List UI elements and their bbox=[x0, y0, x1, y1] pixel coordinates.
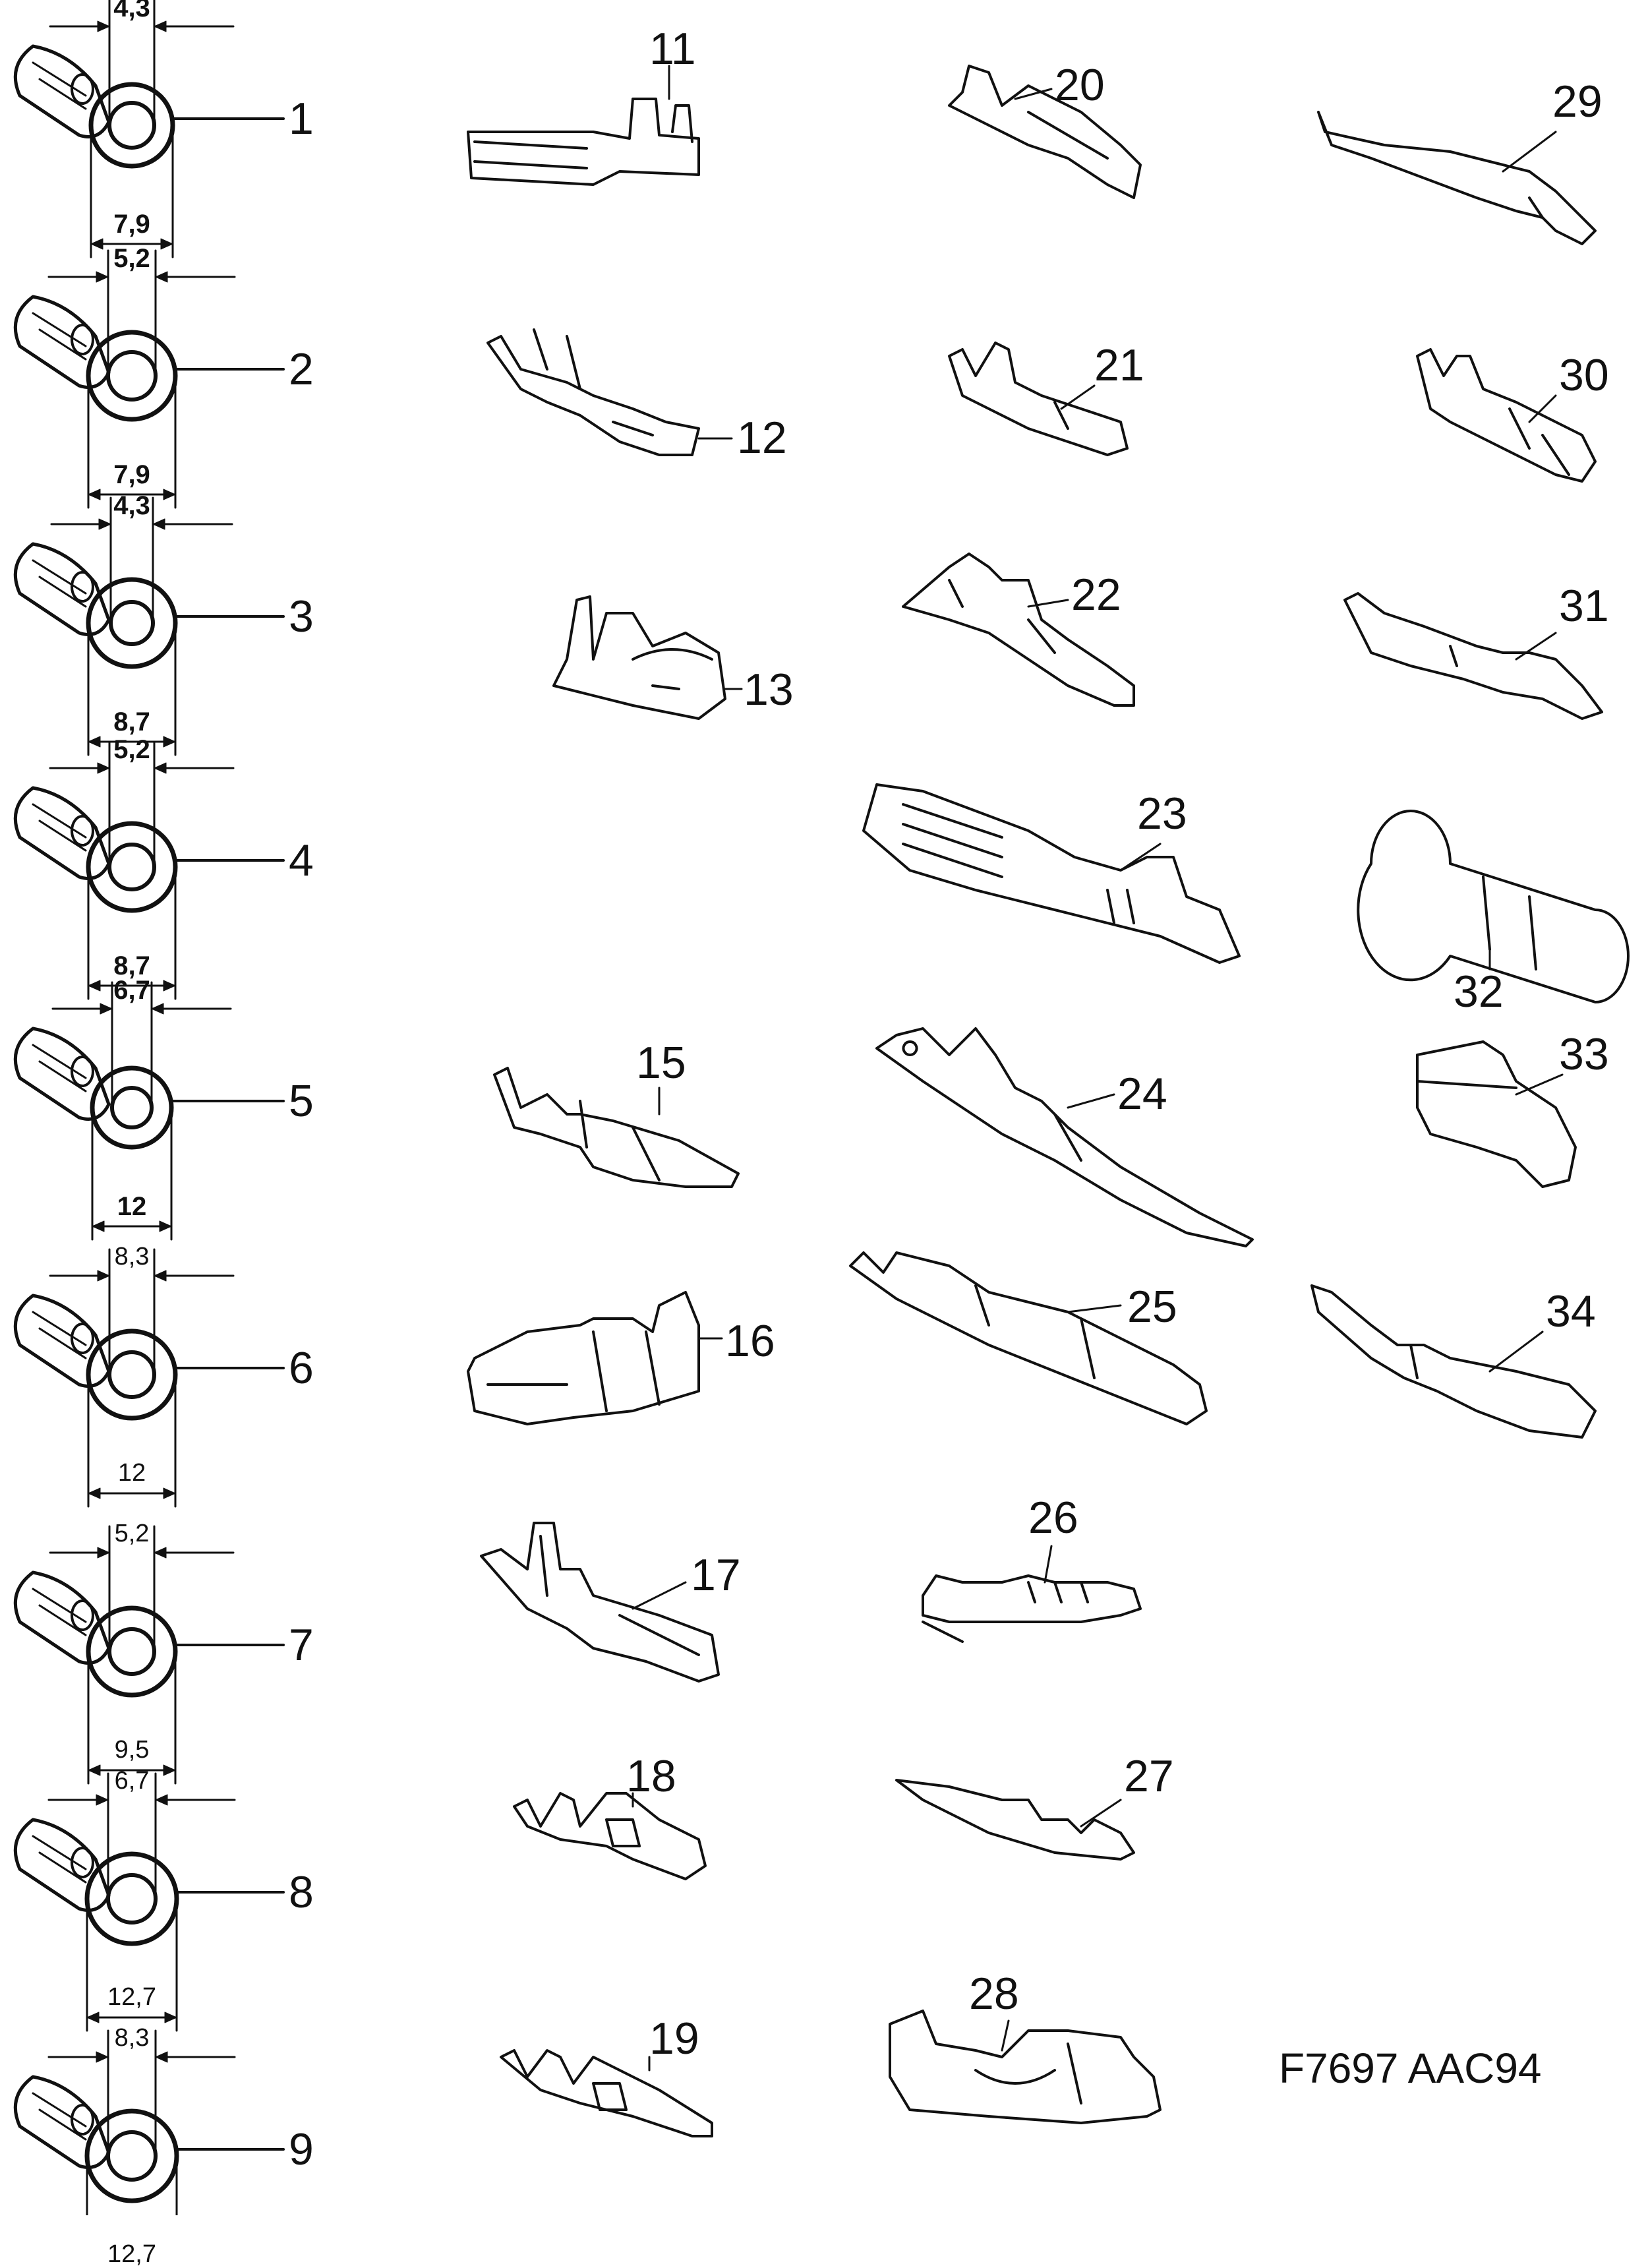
outer-dimension-1: 7,9 bbox=[113, 210, 150, 239]
terminal-24 bbox=[875, 1027, 1254, 1247]
callout-23: 23 bbox=[1137, 789, 1187, 839]
outer-dimension-5: 12 bbox=[117, 1192, 147, 1221]
outer-dimension-9: 12,7 bbox=[107, 2240, 156, 2268]
callout-29: 29 bbox=[1552, 76, 1603, 127]
outer-dimension-7: 9,5 bbox=[114, 1736, 150, 1764]
terminal-31 bbox=[1343, 592, 1603, 720]
callout-22: 22 bbox=[1071, 570, 1121, 620]
outer-dimension-8: 12,7 bbox=[107, 1983, 156, 2011]
terminal-21 bbox=[948, 342, 1129, 456]
ring-terminal-8 bbox=[13, 1772, 285, 2032]
callout-3: 3 bbox=[289, 591, 314, 642]
callout-30: 30 bbox=[1559, 350, 1609, 400]
terminal-19 bbox=[500, 2049, 713, 2137]
callout-13: 13 bbox=[744, 665, 794, 715]
ring-terminal-5 bbox=[13, 981, 285, 1241]
terminal-20 bbox=[948, 65, 1142, 199]
terminal-15 bbox=[493, 1067, 740, 1188]
terminal-11 bbox=[467, 65, 700, 186]
terminal-23 bbox=[862, 783, 1241, 964]
ring-terminal-2 bbox=[13, 249, 285, 509]
terminal-18 bbox=[513, 1792, 707, 1880]
ring-terminal-7 bbox=[13, 1525, 285, 1785]
callout-8: 8 bbox=[289, 1867, 314, 1917]
hole-dimension-8: 6,7 bbox=[114, 1767, 150, 1795]
callout-6: 6 bbox=[289, 1343, 314, 1393]
callout-9: 9 bbox=[289, 2124, 314, 2174]
callout-7: 7 bbox=[289, 1620, 314, 1670]
callout-11: 11 bbox=[649, 24, 696, 74]
outer-dimension-2: 7,9 bbox=[113, 460, 150, 489]
callout-19: 19 bbox=[649, 2014, 699, 2064]
ring-terminal-6 bbox=[13, 1248, 285, 1508]
ring-terminal-3 bbox=[13, 496, 285, 756]
callout-20: 20 bbox=[1055, 60, 1105, 110]
terminal-33 bbox=[1416, 1040, 1577, 1188]
terminal-13 bbox=[552, 595, 743, 720]
callout-16: 16 bbox=[725, 1316, 775, 1366]
hole-dimension-1: 4,3 bbox=[113, 0, 150, 22]
callout-27: 27 bbox=[1124, 1751, 1174, 1801]
terminal-25 bbox=[849, 1251, 1208, 1425]
callout-2: 2 bbox=[289, 344, 314, 394]
terminal-12 bbox=[486, 328, 733, 456]
terminal-28 bbox=[889, 2010, 1162, 2124]
terminal-34 bbox=[1310, 1284, 1597, 1439]
outer-dimension-6: 12 bbox=[117, 1459, 146, 1487]
callout-25: 25 bbox=[1127, 1282, 1177, 1332]
outer-dimension-3: 8,7 bbox=[113, 707, 150, 736]
callout-17: 17 bbox=[691, 1550, 741, 1600]
terminal-29 bbox=[1317, 111, 1597, 245]
hole-dimension-7: 5,2 bbox=[114, 1520, 150, 1547]
hole-dimension-4: 5,2 bbox=[113, 735, 150, 764]
figure-code: F7697 AAC94 bbox=[1279, 2044, 1542, 2092]
callout-21: 21 bbox=[1094, 340, 1144, 390]
callout-4: 4 bbox=[289, 835, 314, 885]
callout-32: 32 bbox=[1454, 967, 1504, 1017]
ring-terminal-1 bbox=[13, 0, 285, 258]
hole-dimension-3: 4,3 bbox=[113, 491, 150, 520]
ring-terminal-4 bbox=[13, 740, 285, 1000]
hole-dimension-2: 5,2 bbox=[113, 244, 150, 273]
terminal-30 bbox=[1416, 348, 1597, 483]
terminal-27 bbox=[895, 1779, 1135, 1861]
callout-26: 26 bbox=[1028, 1493, 1078, 1543]
callout-12: 12 bbox=[737, 413, 787, 463]
hole-dimension-6: 8,3 bbox=[114, 1243, 150, 1270]
hole-dimension-5: 6,7 bbox=[113, 976, 150, 1005]
callout-33: 33 bbox=[1559, 1029, 1609, 1079]
outer-dimension-4: 8,7 bbox=[113, 951, 150, 980]
callout-24: 24 bbox=[1117, 1069, 1167, 1119]
callout-34: 34 bbox=[1546, 1286, 1596, 1336]
callout-28: 28 bbox=[969, 1969, 1019, 2019]
callout-15: 15 bbox=[636, 1038, 686, 1088]
terminal-22 bbox=[902, 552, 1135, 707]
callout-1: 1 bbox=[289, 94, 314, 144]
callout-5: 5 bbox=[289, 1076, 314, 1126]
terminal-16 bbox=[467, 1291, 723, 1425]
terminal-32 bbox=[1357, 810, 1630, 1003]
hole-dimension-9: 8,3 bbox=[114, 2024, 150, 2052]
terminal-drawings bbox=[13, 0, 1630, 2268]
ring-terminal-9 bbox=[13, 2029, 285, 2268]
callout-31: 31 bbox=[1559, 581, 1609, 631]
terminal-17 bbox=[480, 1522, 720, 1683]
callout-18: 18 bbox=[626, 1751, 676, 1801]
terminal-26 bbox=[922, 1545, 1142, 1643]
